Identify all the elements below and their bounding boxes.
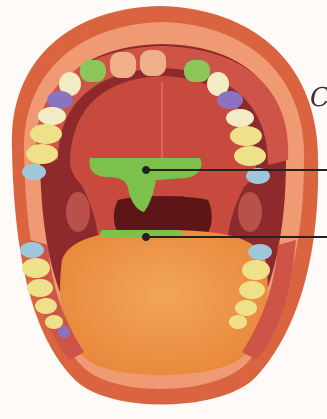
upper-molar-left-1 — [30, 124, 62, 144]
upper-central-incisor-right — [140, 50, 166, 76]
lower-molar-left-1 — [22, 258, 50, 278]
cut-off-label: C — [310, 83, 327, 113]
right-tonsil — [238, 192, 262, 232]
upper-lateral-incisor-left — [80, 60, 106, 82]
lower-incisor-left — [58, 326, 70, 338]
upper-molar-left-2 — [26, 144, 58, 164]
upper-premolar-left-2 — [38, 107, 66, 125]
lower-third-molar-left — [20, 242, 44, 258]
lower-molar-right-1 — [242, 260, 270, 280]
lower-third-molar-right — [248, 244, 272, 260]
upper-molar-right-2 — [234, 146, 266, 166]
lower-canine-left — [45, 315, 63, 329]
tongue — [60, 230, 268, 375]
left-tonsil — [66, 192, 90, 232]
lower-premolar-right — [235, 300, 257, 316]
upper-premolar-right-2 — [226, 109, 254, 127]
upper-premolar-right-1 — [217, 91, 243, 109]
upper-premolar-left-1 — [47, 91, 73, 109]
upper-lateral-incisor-right — [184, 60, 210, 82]
lower-premolar-left — [35, 298, 57, 314]
upper-central-incisor-left — [110, 52, 136, 78]
upper-molar-right-1 — [230, 126, 262, 146]
upper-third-molar-left — [22, 164, 46, 180]
lower-molar-left-2 — [27, 279, 53, 297]
lower-canine-right — [229, 315, 247, 329]
lower-molar-right-2 — [239, 281, 265, 299]
